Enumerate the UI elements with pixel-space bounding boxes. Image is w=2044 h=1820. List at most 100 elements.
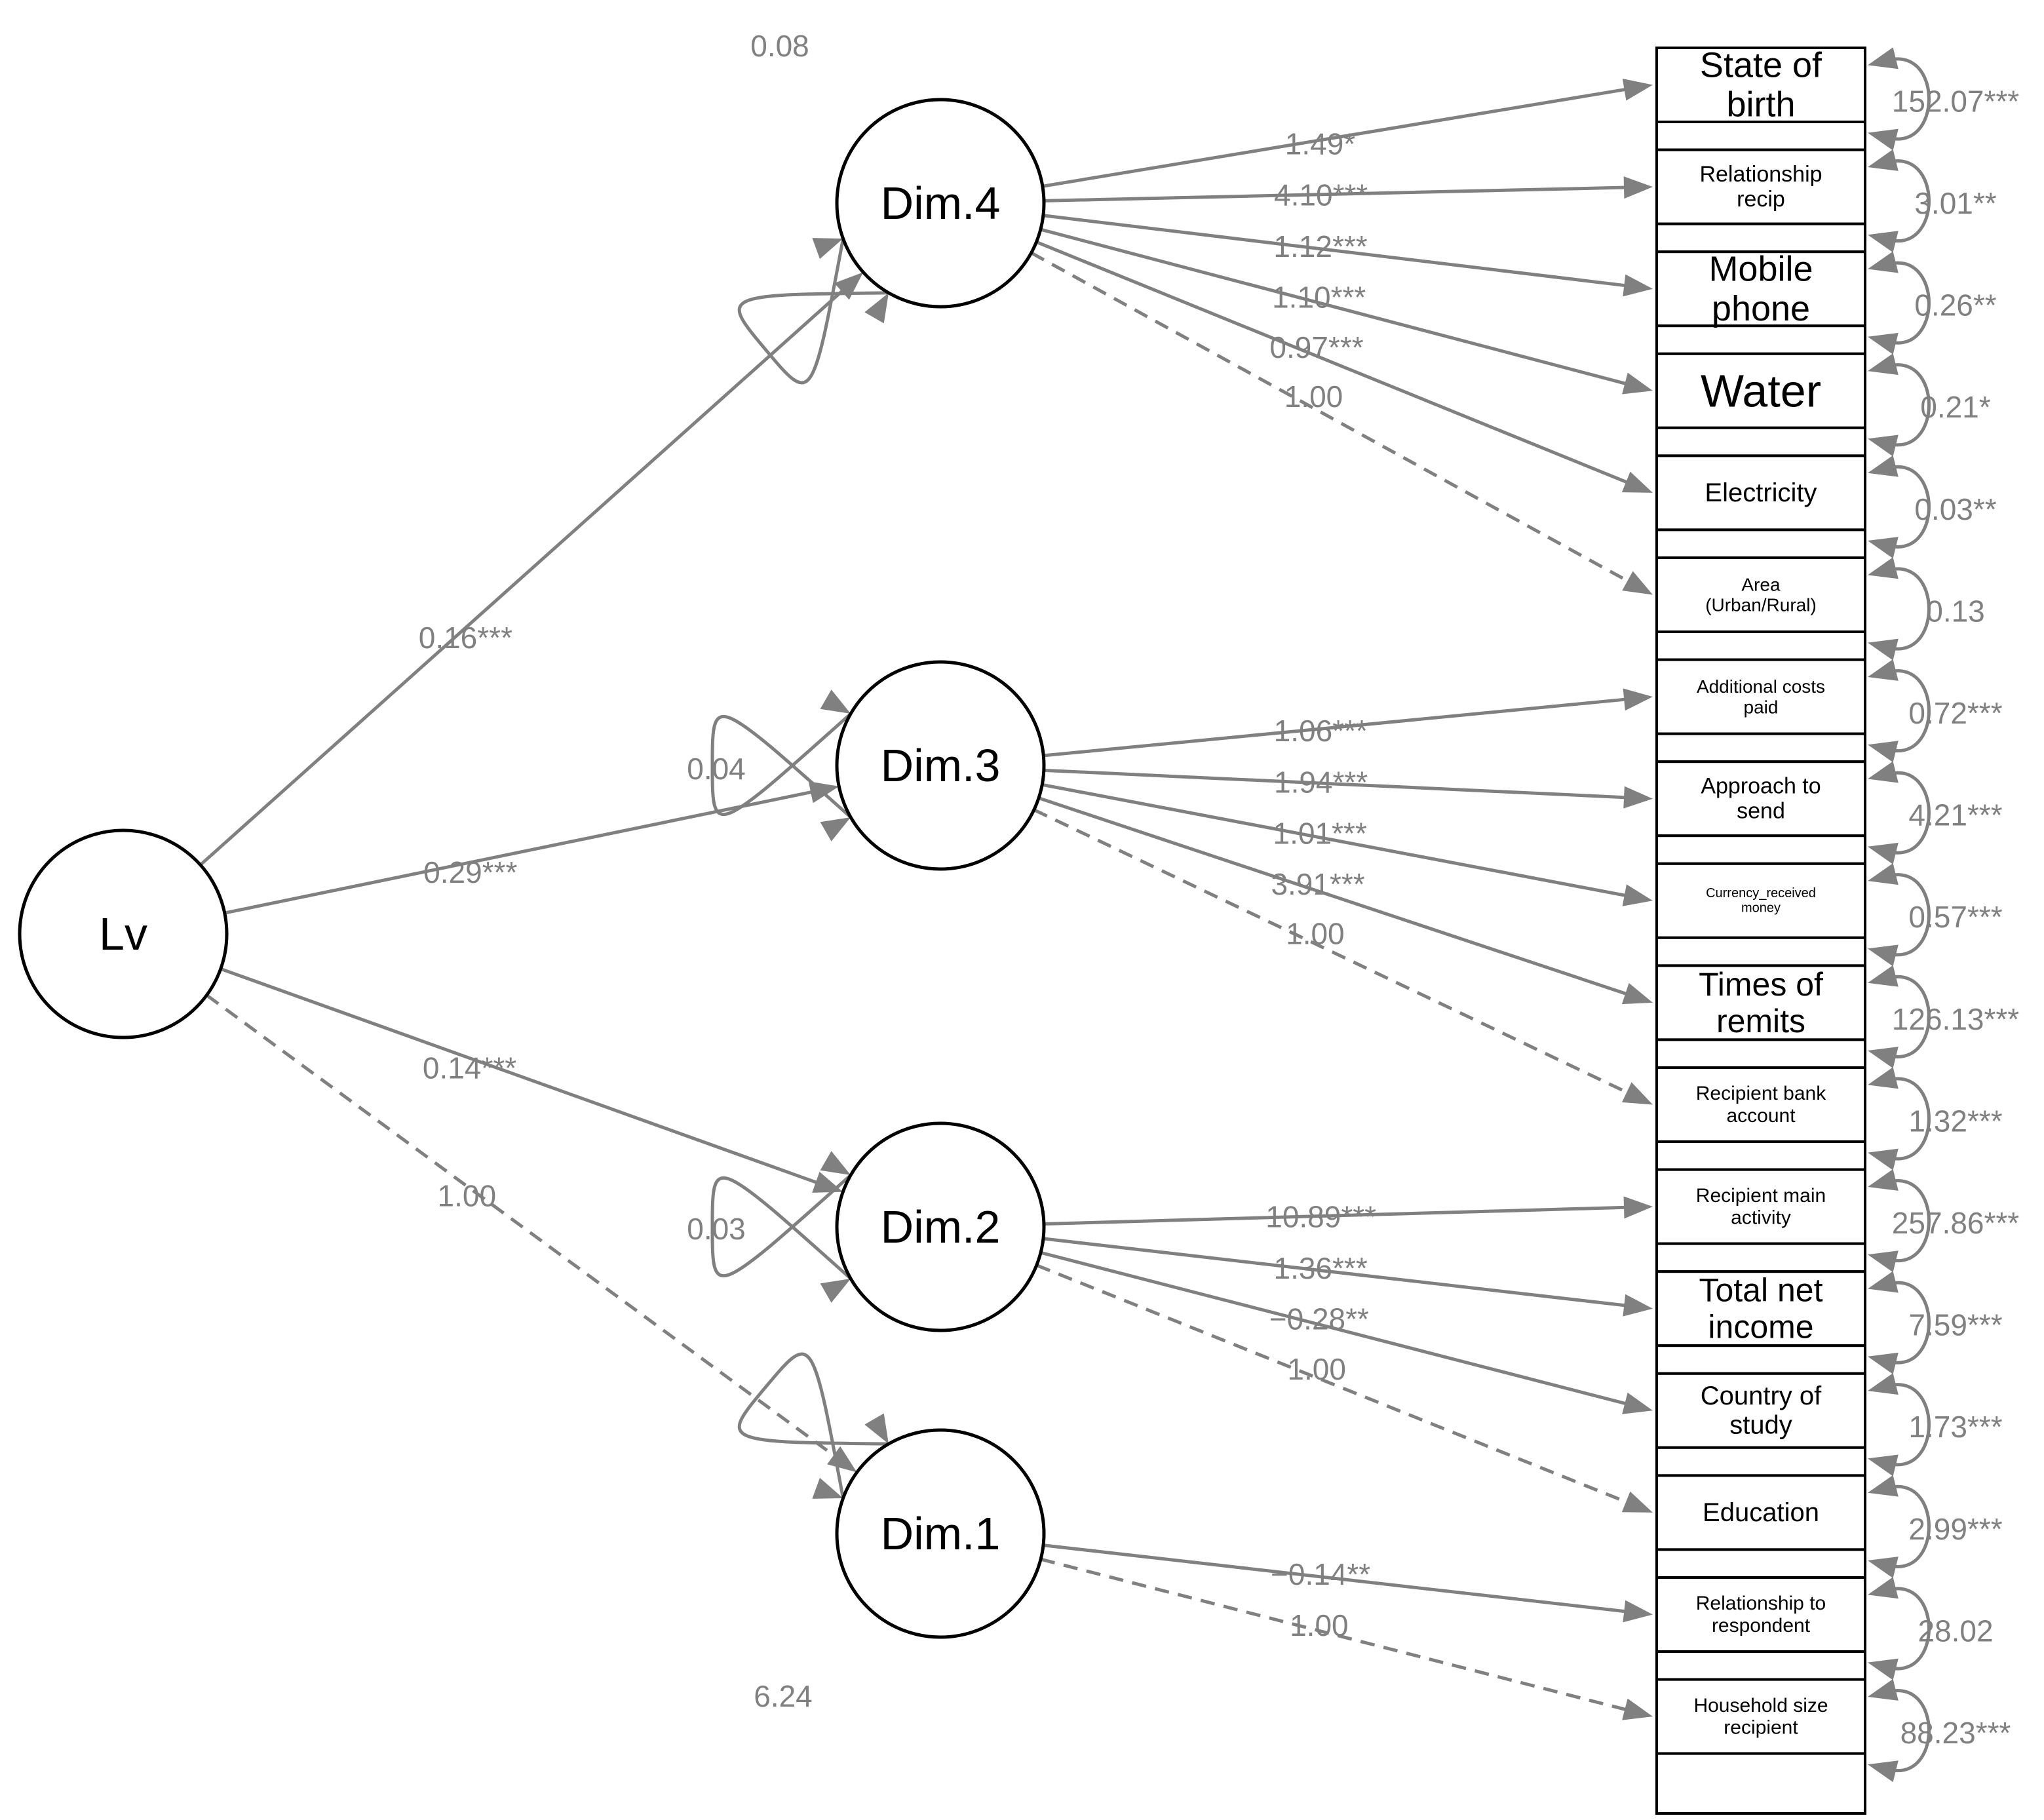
residual-variance-label: 3.01**: [1914, 186, 1996, 220]
residual-loop-arrowhead: [1868, 557, 1899, 579]
residual-loop: [1884, 1689, 1931, 1772]
residual-loop-arrowhead: [1868, 1047, 1899, 1069]
residual-loop-arrowhead: [1868, 537, 1899, 559]
loading-path-d3-6-arrowhead: [1623, 688, 1653, 711]
residual-loop-arrowhead: [1868, 231, 1899, 253]
label-layer: 0.16***0.29***0.14***1.001.49*4.10***1.1…: [419, 29, 2020, 1750]
indicator-rect: [1655, 1678, 1866, 1755]
residual-loop-arrowhead: [1868, 1658, 1899, 1680]
indicator-label: Mobile: [1708, 249, 1813, 288]
latent-node-d4: [835, 98, 1046, 309]
indicator-label: activity: [1731, 1207, 1791, 1228]
indicator-label: study: [1729, 1411, 1792, 1440]
loading-path-d4-3-arrowhead: [1622, 372, 1653, 395]
variance-loop-d1-arrowhead-1: [812, 1477, 843, 1499]
indicator-label: money: [1741, 901, 1781, 916]
indicator-box: Education: [1655, 1474, 1866, 1579]
variance-loop-d4-arrowhead-1: [864, 292, 889, 324]
loading-label-d2-11: 10.89***: [1265, 1199, 1376, 1233]
indicator-spacer: [1655, 1140, 1866, 1171]
loading-path-d2-13-arrowhead: [1622, 1392, 1653, 1414]
indicator-spacer: [1655, 1548, 1866, 1579]
loading-path-d1-16-arrowhead: [1622, 1698, 1653, 1720]
residual-loop-arrowhead: [1868, 1067, 1899, 1089]
indicator-label: account: [1726, 1105, 1796, 1127]
edge-layer: [199, 47, 1931, 1783]
latent-label-d4: Dim.4: [881, 178, 1001, 229]
indicator-rect: [1655, 1066, 1866, 1143]
indicator-label: Relationship to: [1696, 1593, 1826, 1614]
residual-loop: [1884, 1281, 1931, 1365]
variance-loop-d2-arrowhead-1: [820, 1279, 851, 1303]
indicator-label: recip: [1737, 187, 1785, 212]
loading-path-d1-15-arrowhead: [1623, 1600, 1653, 1623]
indicator-spacer: [1655, 528, 1866, 560]
residual-loop-arrowhead: [1868, 1373, 1899, 1395]
residual-loop-arrowhead: [1868, 638, 1899, 661]
residual-variance-label: 0.26**: [1914, 288, 1996, 322]
loading-label-d3-8: 1.01***: [1273, 817, 1366, 851]
indicator-label: Total net: [1699, 1272, 1822, 1309]
indicator-spacer: [1655, 426, 1866, 457]
structural-path-d2-arrowhead: [812, 1171, 843, 1193]
loading-label-d4-2: 1.12***: [1273, 229, 1367, 263]
indicator-label: Recipient main: [1696, 1185, 1826, 1207]
residual-loop-arrowhead: [1868, 1557, 1899, 1579]
loading-path-d3-7-arrowhead: [1623, 786, 1653, 809]
indicator-spacer: [1655, 222, 1866, 254]
residual-variance-label: 257.86***: [1892, 1206, 2019, 1240]
loading-label-d2-12: 1.36***: [1273, 1251, 1367, 1285]
residual-loop: [1884, 1484, 1931, 1568]
residual-loop-arrowhead: [1868, 965, 1899, 987]
loading-path-d2-14-arrowhead: [1621, 1491, 1653, 1513]
indicator-rect: [1655, 862, 1866, 939]
indicator-rect: [1655, 556, 1866, 633]
indicator-label: respondent: [1712, 1615, 1811, 1636]
indicator-spacer: [1655, 1038, 1866, 1070]
indicator-spacer: [1655, 630, 1866, 661]
indicator-spacer: [1655, 1242, 1866, 1273]
indicator-spacer: [1655, 1344, 1866, 1375]
residual-loop-arrowhead: [1868, 1454, 1899, 1477]
residual-loop: [1884, 771, 1931, 855]
loading-path-d3-8-arrowhead: [1622, 884, 1653, 906]
indicator-box: Area(Urban/Rural): [1655, 556, 1866, 661]
loading-path-d4-5-arrowhead: [1622, 571, 1653, 595]
loading-path-d4-0: [1042, 87, 1627, 188]
loading-label-d3-6: 1.06***: [1274, 714, 1368, 748]
loading-path-d3-9-arrowhead: [1621, 982, 1653, 1005]
indicator-rect: [1655, 760, 1866, 838]
residual-variance-label: 0.72***: [1908, 696, 2002, 730]
residual-loop: [1884, 1587, 1931, 1671]
indicator-spacer: [1655, 121, 1866, 151]
indicator-spacer: [1655, 1446, 1866, 1477]
loading-path-d4-5: [1030, 251, 1631, 584]
residual-loop-arrowhead: [1868, 1352, 1899, 1374]
indicator-label: Times of: [1699, 966, 1823, 1003]
loading-path-d3-8: [1041, 783, 1628, 898]
indicator-spacer: [1655, 1650, 1866, 1681]
residual-loop: [1884, 261, 1931, 345]
residual-loop-arrowhead: [1868, 761, 1899, 783]
residual-variance-label: 0.13: [1926, 594, 1985, 628]
loading-path-d3-7: [1043, 768, 1627, 800]
loading-path-d4-2: [1043, 214, 1627, 288]
latent-label-d2: Dim.2: [881, 1201, 1001, 1252]
indicator-spacer: [1655, 732, 1866, 764]
indicator-box: Water: [1655, 352, 1866, 457]
residual-variance-label: 0.57***: [1908, 900, 2002, 934]
residual-variance-label: 88.23***: [1900, 1716, 2011, 1750]
loading-label-d4-1: 4.10***: [1274, 178, 1368, 212]
loading-label-d1-16: 1.00: [1290, 1608, 1349, 1642]
loading-path-d4-1-arrowhead: [1623, 176, 1653, 199]
loading-label-d2-14: 1.00: [1287, 1352, 1346, 1386]
loading-path-d2-11: [1043, 1205, 1627, 1226]
residual-variance-label: 126.13***: [1892, 1002, 2019, 1036]
structural-path-d2: [220, 967, 819, 1185]
